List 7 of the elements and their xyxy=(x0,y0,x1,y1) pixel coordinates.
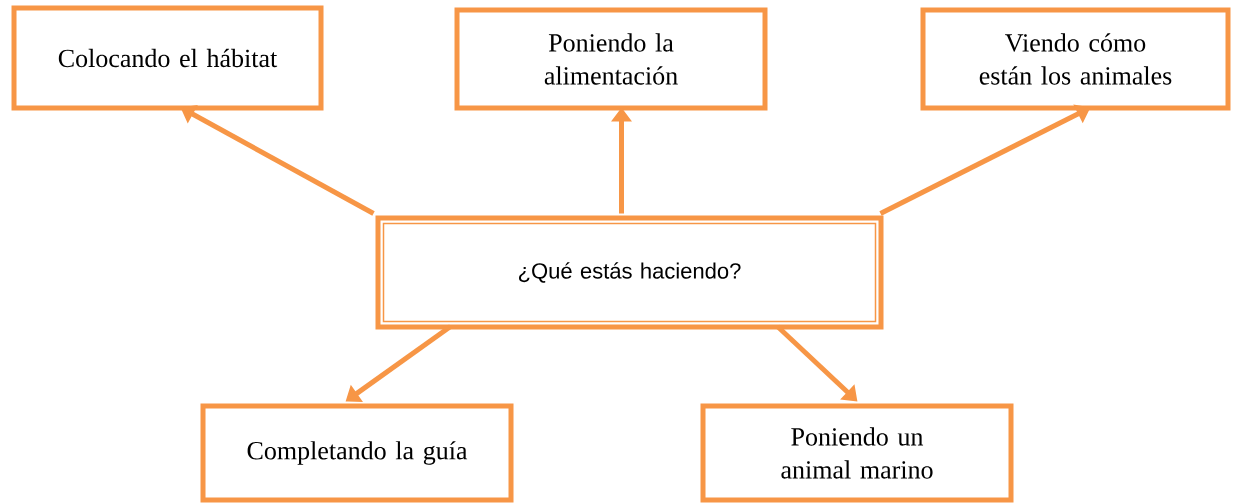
answer-box: Completando la guía xyxy=(200,403,514,503)
arrow xyxy=(775,324,858,402)
answer-box: Poniendo un animal marino xyxy=(700,403,1014,503)
question-box: ¿Qué estás haciendo? xyxy=(375,215,884,330)
answer-box: Poniendo la alimentación xyxy=(454,7,768,111)
answer-box: Colocando el hábitat xyxy=(11,5,324,111)
answer-box: Viendo cómo están los animales xyxy=(920,7,1231,111)
